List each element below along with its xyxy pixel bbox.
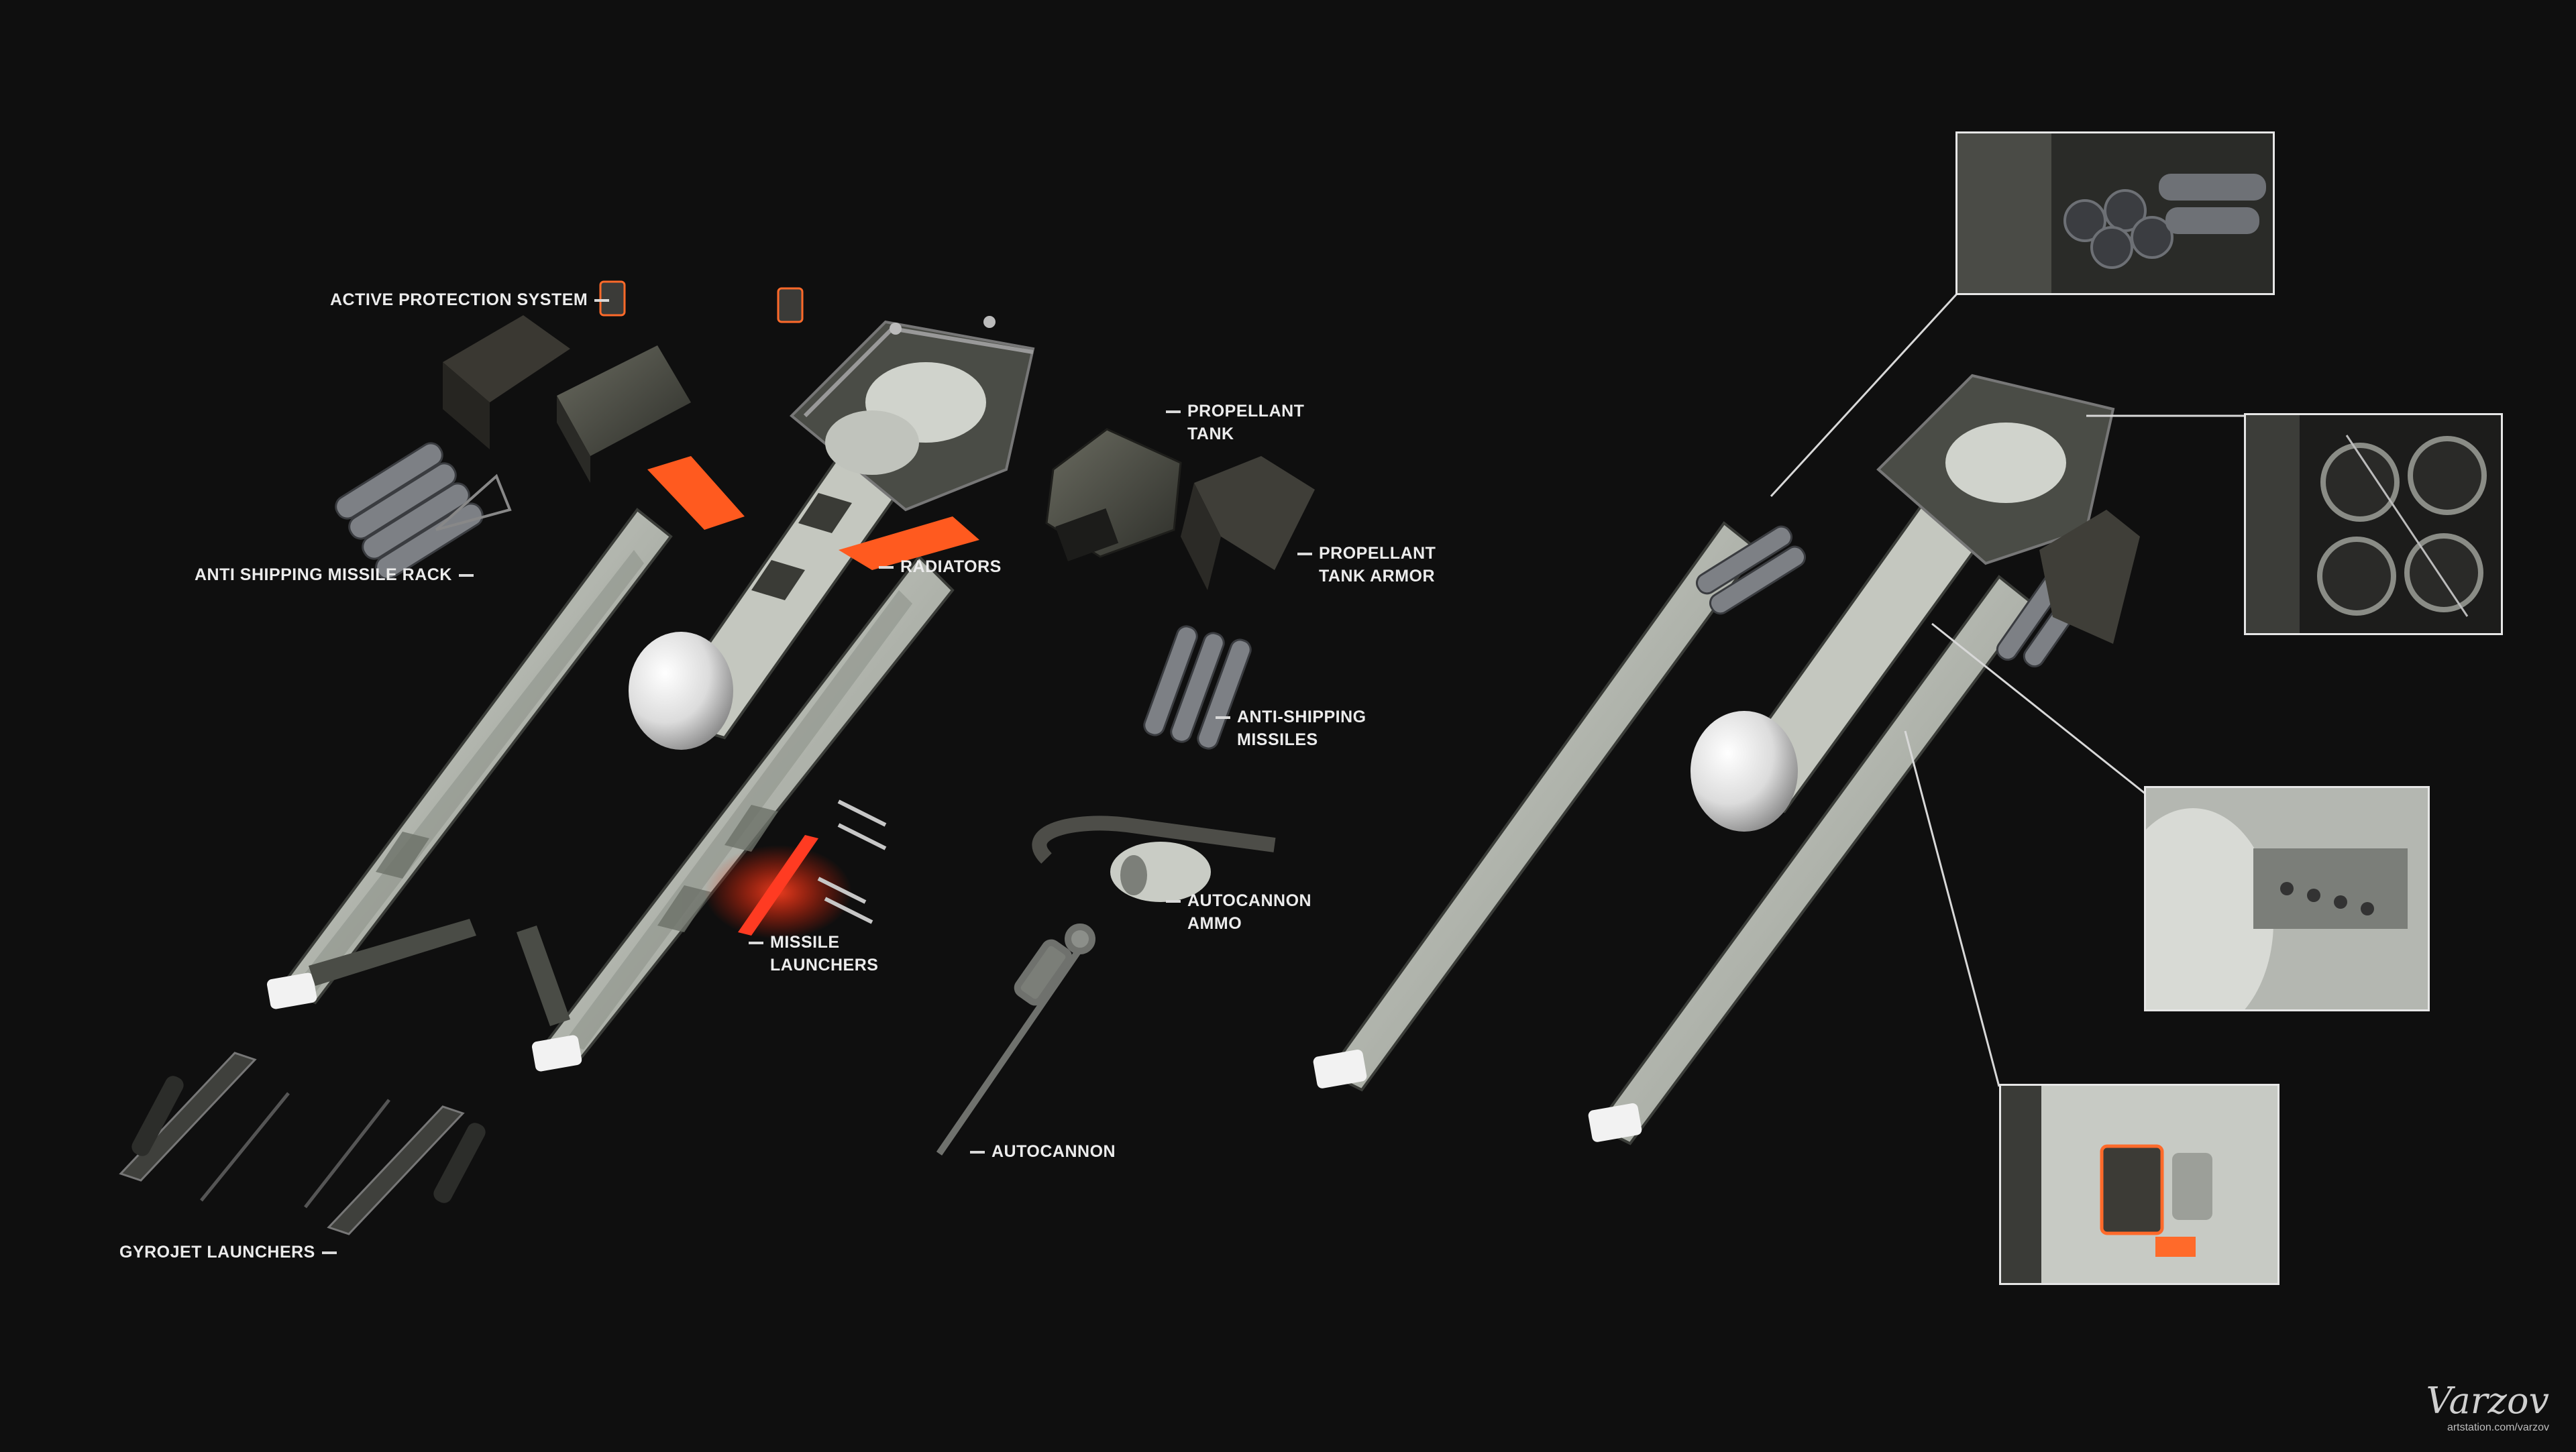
callout-lines (1770, 290, 2244, 1087)
label-anti-shipping-missiles: ANTI-SHIPPING MISSILES (1209, 706, 1366, 751)
label-propellant-tank: PROPELLANT TANK (1159, 400, 1304, 445)
label-autocannon-ammo: AUTOCANNON AMMO (1159, 889, 1311, 935)
autocannon-part (936, 924, 1095, 1156)
signature-name: Varzov (2426, 1380, 2549, 1422)
propellant-tank (1045, 428, 1182, 561)
gyrojet-launchers (119, 1052, 486, 1235)
label-propellant-tank-armor: PROPELLANT TANK ARMOR (1291, 542, 1436, 588)
left-arm-tip (266, 972, 317, 1009)
radiator-left (647, 456, 745, 530)
anti-shipping-missile-rack (335, 442, 512, 580)
right-arm-tip (531, 1035, 582, 1072)
label-anti-shipping-missile-rack: ANTI SHIPPING MISSILE RACK (195, 563, 480, 586)
label-missile-launchers: MISSILE LAUNCHERS (742, 931, 878, 976)
label-active-protection-system: ACTIVE PROTECTION SYSTEM (330, 288, 616, 311)
label-radiators: RADIATORS (872, 555, 1002, 578)
artist-signature: Varzov artstation.com/varzov (2426, 1380, 2549, 1434)
anti-shipping-missiles (1143, 625, 1252, 750)
engine-frame (790, 316, 1035, 512)
label-autocannon: AUTOCANNON (963, 1140, 1116, 1163)
propellant-tank-armor (1181, 456, 1315, 590)
detail-inset-hull-panel (2144, 786, 2430, 1011)
autocannon-ammo (1032, 816, 1276, 902)
detail-inset-protection-module (1999, 1084, 2279, 1285)
active-protection-system (443, 280, 804, 483)
exploded-ship (266, 316, 1035, 1072)
nose-dome (629, 632, 733, 750)
label-gyrojet-launchers: GYROJET LAUNCHERS (119, 1241, 343, 1264)
radiator-right (839, 516, 979, 570)
assembled-ship (1313, 374, 2140, 1146)
signature-url: artstation.com/varzov (2447, 1422, 2549, 1433)
detail-inset-engine-nozzles (2244, 413, 2503, 635)
detail-inset-missile-rack (1955, 131, 2275, 295)
